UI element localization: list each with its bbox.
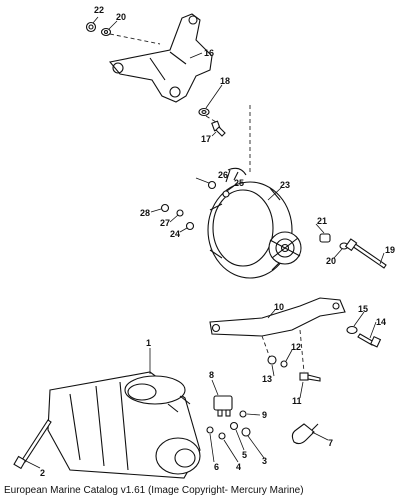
bolt-11[interactable] [299,372,321,382]
terminal-boot-7[interactable] [291,423,319,445]
nut-22[interactable] [85,21,97,33]
adjusting-bracket[interactable] [209,297,346,337]
callout-18: 18 [220,76,230,86]
callout-4: 4 [236,462,241,472]
callout-11: 11 [292,396,302,406]
callout-22: 22 [94,5,104,15]
callout-1: 1 [146,338,151,348]
solenoid-8[interactable] [213,395,233,417]
callout-10: 10 [274,302,284,312]
callout-25: 25 [234,178,244,188]
bolt-14[interactable] [357,333,382,348]
nut-6[interactable] [206,426,214,434]
callout-5: 5 [242,450,247,460]
callout-9: 9 [262,410,267,420]
callout-17: 17 [201,134,211,144]
callout-13: 13 [262,374,272,384]
callout-21: 21 [317,216,327,226]
washer-9[interactable] [239,410,247,418]
nut-24[interactable] [185,221,195,231]
washer-4[interactable] [218,432,226,440]
callout-2: 2 [40,468,45,478]
callout-20-top: 20 [116,12,126,22]
callout-3: 3 [262,456,267,466]
washer-12[interactable] [280,360,288,368]
callout-19: 19 [385,245,395,255]
callout-12: 12 [291,342,301,352]
washer-27[interactable] [176,209,184,217]
washer-20-top[interactable] [100,27,112,37]
starter-motor[interactable] [47,371,201,479]
callout-7: 7 [328,438,333,448]
washer-25[interactable] [222,190,230,198]
callout-15: 15 [358,304,368,314]
alternator[interactable] [207,167,302,279]
callout-16: 16 [204,48,214,58]
nut-13[interactable] [267,355,277,365]
callout-28: 28 [140,208,150,218]
washer-18[interactable] [198,107,210,117]
callout-14: 14 [376,317,386,327]
nut-3[interactable] [241,427,251,437]
callout-6: 6 [214,462,219,472]
callout-24: 24 [170,229,180,239]
bolt-2[interactable] [13,419,52,470]
callout-26: 26 [218,170,228,180]
nut-5[interactable] [229,421,239,431]
callout-20-mid: 20 [326,256,336,266]
bolt-19[interactable] [344,238,387,269]
alternator-pulley[interactable] [268,231,302,265]
callout-23: 23 [280,180,290,190]
washer-15[interactable] [346,325,358,335]
alternator-bracket[interactable] [108,13,213,103]
bolt-17[interactable] [211,120,226,137]
copyright-caption: European Marine Catalog v1.61 (Image Cop… [4,485,304,496]
spacer-21[interactable] [319,233,331,243]
nut-28[interactable] [160,203,170,213]
nut-26[interactable] [207,180,217,190]
callout-27: 27 [160,218,170,228]
callout-8: 8 [209,370,214,380]
